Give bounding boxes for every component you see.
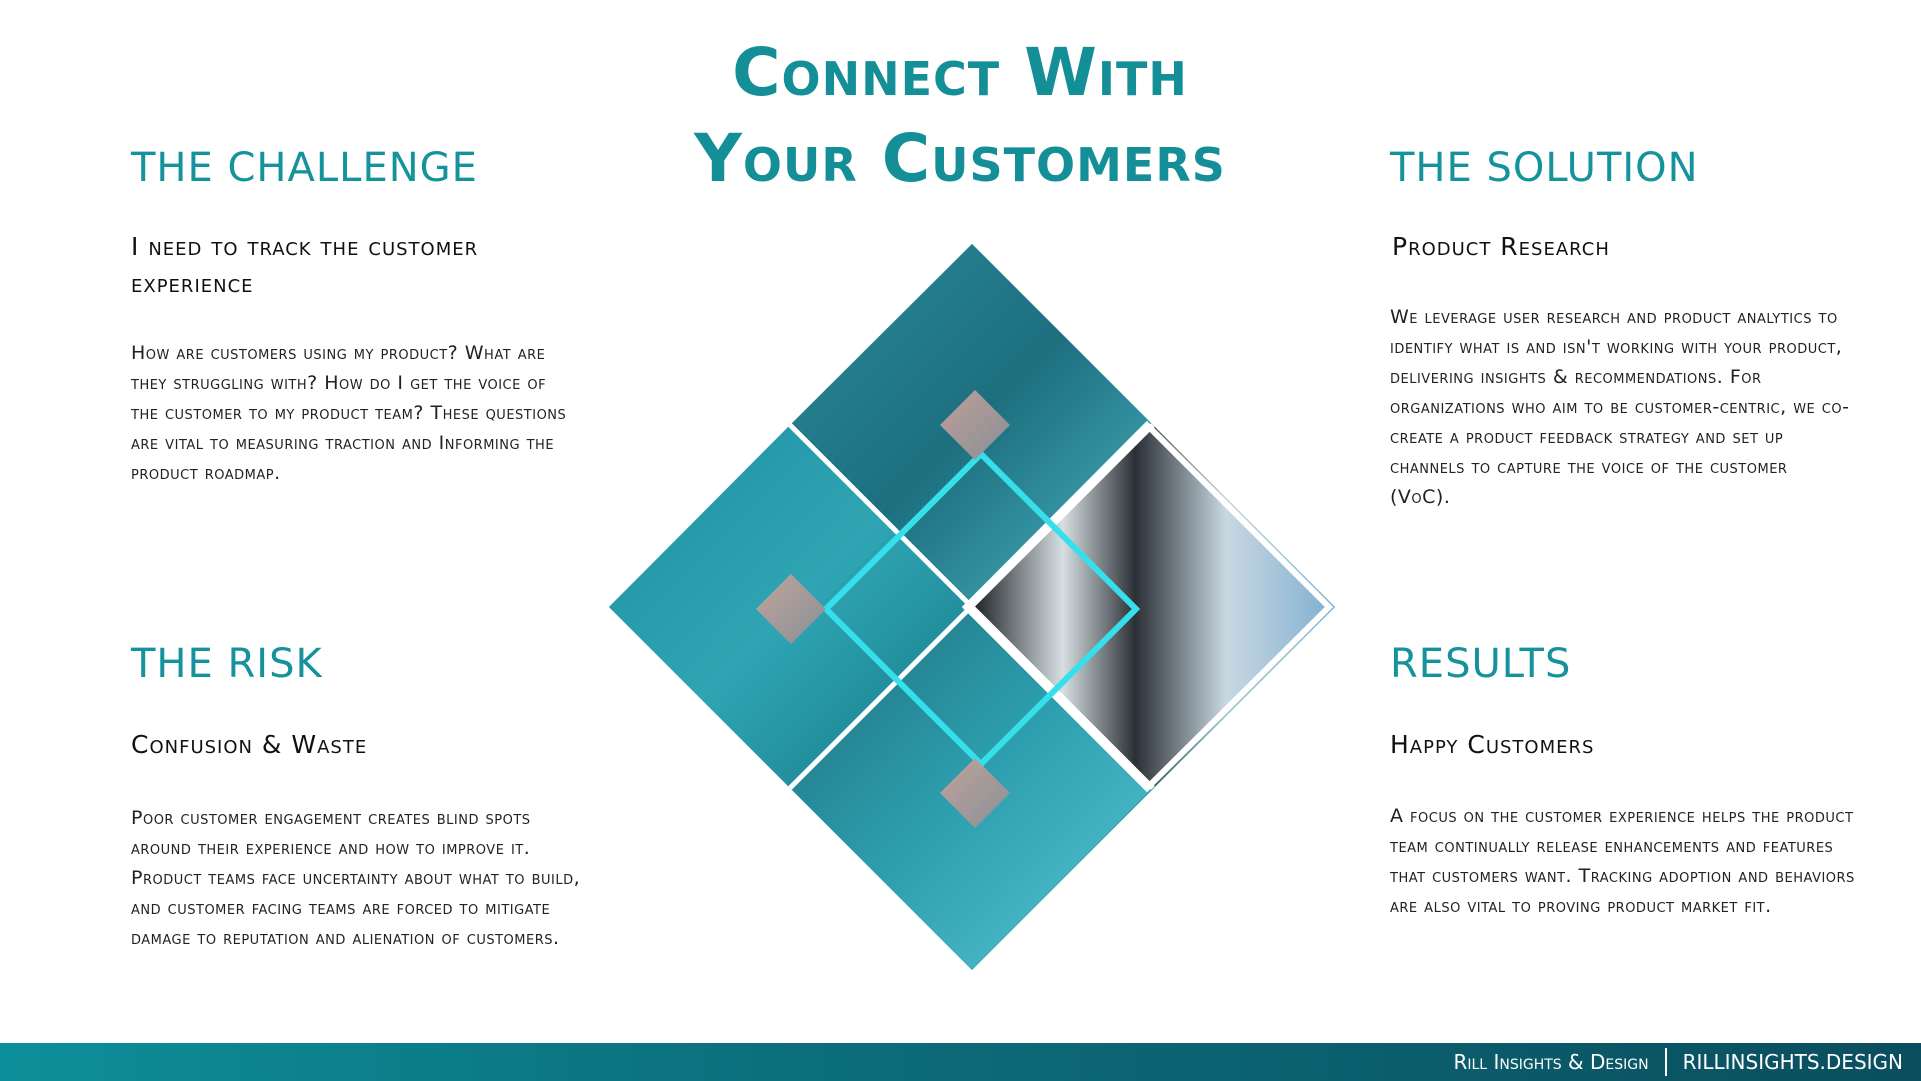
solution-body: We leverage user research and product an… [1390, 306, 1850, 508]
challenge-heading: THE CHALLENGE [131, 145, 478, 191]
frame-square-white [961, 420, 1334, 793]
footer-divider [1664, 1048, 1667, 1076]
title-line-2: Your Customers [694, 120, 1226, 197]
diamond-graphic [609, 244, 1335, 970]
footer-website[interactable]: RILLINSIGHTS.DESIGN [1682, 1050, 1903, 1074]
small-diamond [756, 574, 826, 644]
divider-line [788, 423, 1155, 790]
solution-heading: THE SOLUTION [1390, 145, 1699, 191]
footer-text: Rill Insights & Design RILLINSIGHTS.DESI… [1453, 1043, 1903, 1081]
results-subheading: Happy Customers [1390, 730, 1595, 759]
small-diamond [940, 390, 1010, 460]
challenge-body: How are customers using my product? What… [131, 342, 567, 484]
risk-heading: THE RISK [131, 641, 323, 687]
title-line-1: Connect With [732, 34, 1188, 111]
challenge-subheading: I need to track the customer experience [131, 232, 479, 298]
footer-bar: Rill Insights & Design RILLINSIGHTS.DESI… [0, 1043, 1921, 1081]
results-body: A focus on the customer experience helps… [1390, 805, 1855, 917]
footer-company: Rill Insights & Design [1453, 1050, 1649, 1074]
solution-subheading: Product Research [1392, 232, 1610, 261]
results-heading: RESULTS [1390, 641, 1572, 687]
risk-subheading: Confusion & Waste [131, 730, 368, 759]
risk-body: Poor customer engagement creates blind s… [131, 807, 581, 949]
small-diamond [940, 758, 1010, 828]
page-title: Connect With Your Customers [560, 30, 1360, 202]
